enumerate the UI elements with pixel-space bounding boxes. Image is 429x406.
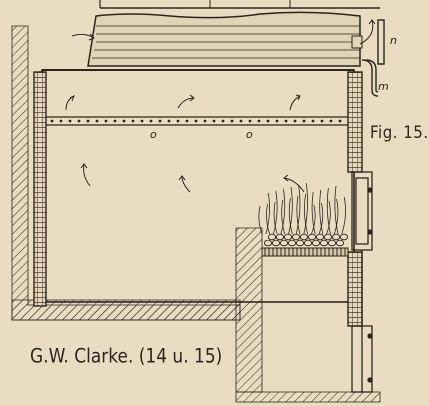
rivet xyxy=(248,119,252,123)
rivet xyxy=(122,119,126,123)
rivet xyxy=(86,119,90,123)
rivet xyxy=(311,119,315,123)
flame-stroke xyxy=(326,200,331,235)
rivet xyxy=(104,119,108,123)
coal-lump xyxy=(307,233,317,241)
marker-o-right: o xyxy=(246,128,253,141)
coal-lump xyxy=(279,239,289,247)
coal-lump xyxy=(283,233,293,241)
pipes-n-m xyxy=(361,19,385,97)
rivet xyxy=(338,119,342,123)
coal-lump xyxy=(335,239,345,247)
rivet xyxy=(257,119,261,123)
rivet xyxy=(266,119,270,123)
rivet xyxy=(158,119,162,123)
rivet xyxy=(203,119,207,123)
right-brick-pillar-upper xyxy=(347,71,363,173)
rivet xyxy=(59,119,63,123)
rivet xyxy=(320,119,324,123)
flame-stroke xyxy=(258,205,263,235)
rivet xyxy=(230,119,234,123)
coal-lump xyxy=(323,233,333,241)
flame-stroke xyxy=(266,203,270,235)
flame-stroke xyxy=(281,199,286,235)
coal-lump xyxy=(303,239,313,247)
marker-o-left: o xyxy=(150,128,157,141)
coal-lump xyxy=(295,239,305,247)
flame-stroke xyxy=(341,196,346,235)
flame-stroke xyxy=(288,197,293,235)
coal-lump xyxy=(315,233,325,241)
furnace-door xyxy=(351,171,373,393)
coal-lump xyxy=(331,233,341,241)
boiler-tank xyxy=(87,11,363,67)
air-flow-arrows xyxy=(65,19,376,193)
figure-label: Fig. 15. xyxy=(370,122,429,143)
rivet xyxy=(95,119,99,123)
coal-lump xyxy=(327,239,337,247)
flame-stroke xyxy=(311,204,316,235)
flame-stroke xyxy=(318,202,324,235)
rivet xyxy=(113,119,117,123)
rivet xyxy=(212,119,216,123)
top-table-fragment xyxy=(99,0,380,9)
coal-lump xyxy=(319,239,329,247)
flame-stroke xyxy=(280,188,286,235)
rivet xyxy=(167,119,171,123)
rivet xyxy=(284,119,288,123)
rivet xyxy=(194,119,198,123)
flame-stroke xyxy=(296,195,301,235)
figure-caption: G.W. Clarke. (14 u. 15) xyxy=(30,345,223,368)
rivet xyxy=(329,119,333,123)
rivet xyxy=(176,119,180,123)
coal-lump xyxy=(287,239,297,247)
flame-stroke xyxy=(265,192,270,235)
fire-grate xyxy=(258,182,349,257)
flame-stroke xyxy=(273,190,278,235)
coal-lump xyxy=(263,239,273,247)
rivet xyxy=(68,119,72,123)
coal-lump xyxy=(339,233,349,241)
coal-lump xyxy=(291,233,301,241)
coal-lump xyxy=(311,239,321,247)
perforated-pipe xyxy=(46,116,348,126)
coal-lump xyxy=(275,233,285,241)
flame-stroke xyxy=(273,201,278,235)
rivet xyxy=(140,119,144,123)
flame-stroke xyxy=(311,191,316,235)
flame-stroke xyxy=(334,185,339,235)
coal-lump xyxy=(267,233,277,241)
masonry-walls xyxy=(11,25,381,403)
rivet xyxy=(77,119,81,123)
rivet xyxy=(302,119,306,123)
rivet xyxy=(185,119,189,123)
rivet xyxy=(239,119,243,123)
flame-stroke xyxy=(326,187,331,235)
marker-m: m xyxy=(378,80,389,93)
left-brick-pillar xyxy=(33,71,47,307)
flame-stroke xyxy=(333,198,339,235)
oven-chamber xyxy=(41,69,355,303)
rivet xyxy=(293,119,297,123)
flame-stroke xyxy=(304,193,308,235)
rivet xyxy=(50,119,54,123)
right-brick-pillar-lower xyxy=(347,251,363,327)
marker-n: n xyxy=(390,34,397,47)
flame-stroke xyxy=(295,184,301,235)
rivet xyxy=(131,119,135,123)
coal-lump xyxy=(299,233,309,241)
flame-stroke xyxy=(288,186,293,235)
coal-lump xyxy=(271,239,281,247)
rivet xyxy=(149,119,153,123)
rivet xyxy=(221,119,225,123)
rivet xyxy=(275,119,279,123)
flame-stroke xyxy=(319,189,324,235)
flame-stroke xyxy=(303,182,308,235)
